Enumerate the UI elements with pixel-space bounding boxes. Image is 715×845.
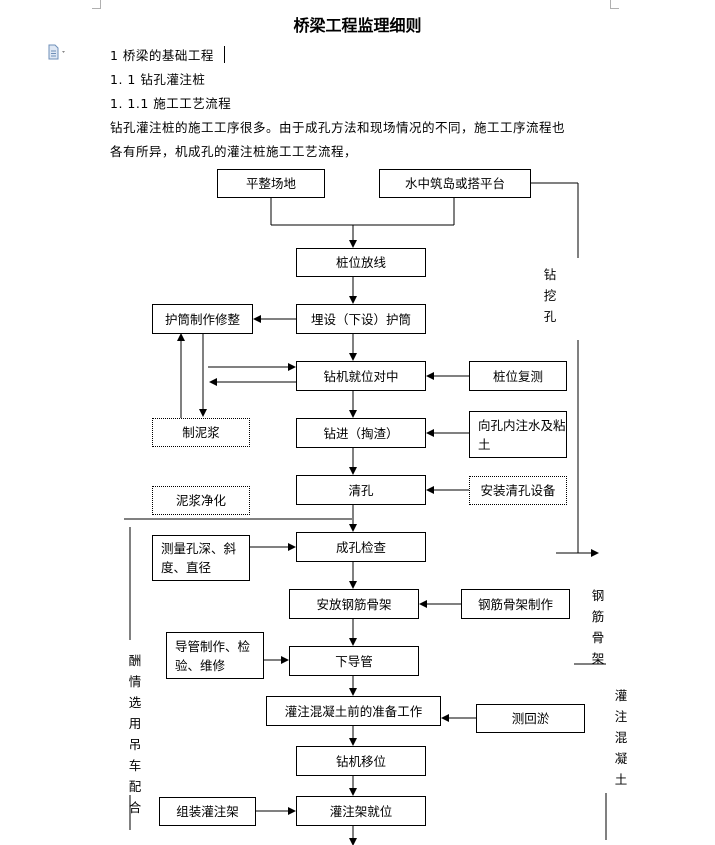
box-water-clay-injection: 向孔内注水及粘土 xyxy=(469,411,567,458)
document-icon[interactable] xyxy=(47,44,69,60)
text-cursor xyxy=(224,46,225,63)
heading-level3: 1. 1.1 施工工艺流程 xyxy=(110,96,232,111)
box-frame-position: 灌注架就位 xyxy=(296,796,426,826)
document-title: 桥梁工程监理细则 xyxy=(293,16,422,35)
box-mud-making: 制泥浆 xyxy=(152,418,250,447)
box-cage-making: 钢筋骨架制作 xyxy=(461,589,570,619)
heading-level1: 1 桥梁的基础工程 xyxy=(110,48,214,63)
box-lower-pipe: 下导管 xyxy=(289,646,419,676)
box-hole-cleaning: 清孔 xyxy=(296,475,426,505)
box-casing-embed: 埋设（下设）护筒 xyxy=(296,304,426,334)
box-hole-inspection: 成孔检查 xyxy=(296,532,426,562)
side-label-crane-cooperation: 酬情选用吊车配合 xyxy=(128,653,142,815)
box-rig-alignment: 钻机就位对中 xyxy=(296,361,426,391)
crop-mark-top-left xyxy=(92,0,101,9)
crop-mark-top-right xyxy=(610,0,619,9)
box-measure-silt: 测回淤 xyxy=(476,704,585,733)
box-pipe-making: 导管制作、检验、维修 xyxy=(166,632,264,679)
box-cleaning-equipment: 安装清孔设备 xyxy=(469,476,567,505)
box-site-leveling: 平整场地 xyxy=(217,169,325,198)
side-label-pour-concrete: 灌注混凝土 xyxy=(614,688,628,787)
box-pile-layout: 桩位放线 xyxy=(296,248,426,277)
body-text-line1: 钻孔灌注桩的施工工序很多。由于成孔方法和现场情况的不同，施工工序流程也 xyxy=(110,120,566,135)
box-pile-recheck: 桩位复测 xyxy=(469,361,567,391)
box-water-island-platform: 水中筑岛或搭平台 xyxy=(379,169,531,198)
box-cage-install: 安放钢筋骨架 xyxy=(289,589,419,619)
heading-level2: 1. 1 钻孔灌注桩 xyxy=(110,72,206,87)
side-label-rebar-cage: 钢筋骨架 xyxy=(591,588,605,666)
box-assemble-frame: 组装灌注架 xyxy=(159,797,256,826)
box-mud-purification: 泥浆净化 xyxy=(152,486,250,515)
body-text-line2: 各有所异，机成孔的灌注桩施工工艺流程， xyxy=(110,144,358,159)
box-drilling: 钻进（掏渣） xyxy=(296,418,426,448)
box-rig-shift: 钻机移位 xyxy=(296,746,426,776)
side-label-drill-dig-hole: 钻挖孔 xyxy=(543,267,557,324)
box-measure-hole: 测量孔深、斜度、直径 xyxy=(152,535,250,581)
box-pour-preparation: 灌注混凝土前的准备工作 xyxy=(266,696,441,726)
box-casing-making: 护筒制作修整 xyxy=(152,304,253,334)
